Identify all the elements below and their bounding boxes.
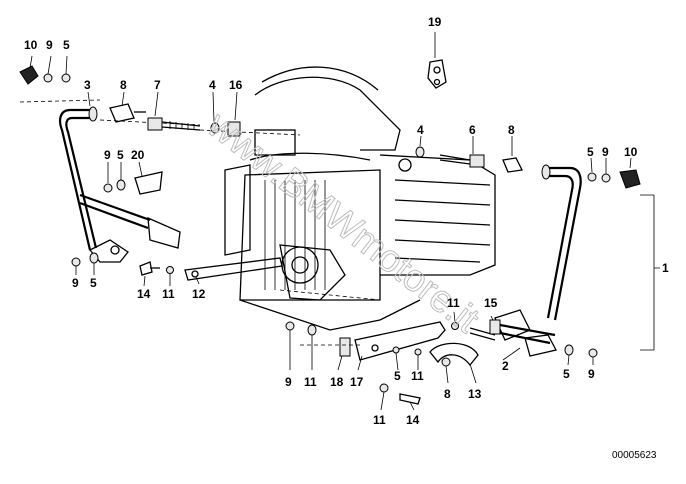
callout-9: 9 <box>602 145 609 159</box>
callout-2: 2 <box>502 359 509 373</box>
callout-12: 12 <box>192 287 206 301</box>
callout-9: 9 <box>588 367 595 381</box>
callout-11: 11 <box>411 369 424 383</box>
callout-14: 14 <box>406 413 420 427</box>
leader-lines <box>19 32 660 411</box>
callout-17: 17 <box>350 375 364 389</box>
callout-9: 9 <box>72 276 79 290</box>
callout-6: 6 <box>469 123 476 137</box>
callout-13: 13 <box>468 387 482 401</box>
callout-9: 9 <box>285 375 292 389</box>
callout-14: 14 <box>137 287 151 301</box>
callout-10: 10 <box>624 145 638 159</box>
callout-11: 11 <box>447 296 460 310</box>
callout-labels: 10 9 5 3 8 7 4 16 19 4 6 8 5 9 10 9 5 20… <box>24 15 669 427</box>
callout-5: 5 <box>117 148 124 162</box>
callout-3: 3 <box>84 78 91 92</box>
callout-7: 7 <box>154 78 161 92</box>
callout-11: 11 <box>304 375 317 389</box>
callout-4: 4 <box>209 78 216 92</box>
callout-9: 9 <box>104 148 111 162</box>
callout-5: 5 <box>563 367 570 381</box>
callout-10: 10 <box>24 38 38 52</box>
callout-5: 5 <box>90 276 97 290</box>
callout-9: 9 <box>46 38 53 52</box>
callout-1: 1 <box>662 261 669 275</box>
callout-19: 19 <box>428 15 442 29</box>
callout-5: 5 <box>394 369 401 383</box>
callout-11: 11 <box>373 413 386 427</box>
image-code: 00005623 <box>612 450 657 461</box>
callout-8: 8 <box>120 78 127 92</box>
callout-20: 20 <box>131 148 145 162</box>
callout-5: 5 <box>587 145 594 159</box>
callout-8: 8 <box>444 387 451 401</box>
callout-4: 4 <box>417 123 424 137</box>
left-guard-bar <box>59 106 181 263</box>
callout-5: 5 <box>63 38 70 52</box>
callout-18: 18 <box>330 375 344 389</box>
callout-16: 16 <box>229 78 243 92</box>
callout-15: 15 <box>484 296 498 310</box>
callout-11: 11 <box>162 287 175 301</box>
callout-8: 8 <box>508 123 515 137</box>
right-guard-bar <box>494 164 582 357</box>
